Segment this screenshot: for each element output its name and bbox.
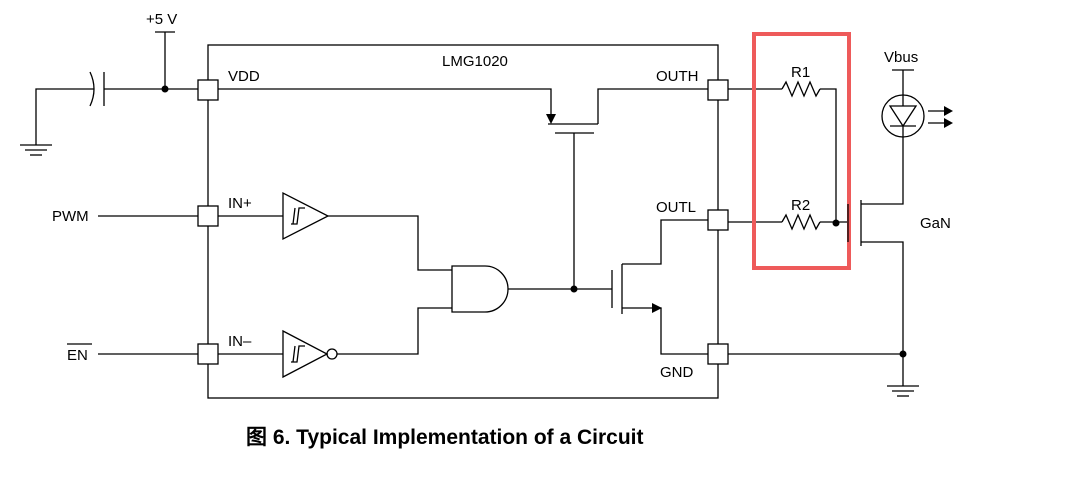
pin-box-inp — [197, 205, 219, 227]
cap-ground-wire — [35, 88, 94, 145]
and-gate — [451, 265, 509, 313]
chip-body — [207, 44, 719, 399]
schmitt-symbol-buffer-2 — [292, 207, 296, 225]
pin-box-vdd — [197, 79, 219, 101]
pin-box-inm — [197, 343, 219, 365]
schmitt-symbol-buffer — [291, 207, 305, 225]
outl-internal-wire — [622, 219, 708, 265]
vbus-label: Vbus — [884, 49, 918, 66]
nmos-arrow — [652, 303, 662, 313]
pin-label-outh: OUTH — [656, 68, 699, 85]
resistor-r2 — [781, 213, 821, 231]
ground-symbol-left — [20, 144, 52, 156]
schmitt-symbol-inverter — [291, 345, 305, 363]
vdd-internal-wire — [218, 88, 552, 118]
pin-label-inp: IN+ — [228, 195, 252, 212]
schmitt-inverter — [282, 329, 329, 379]
highlight-box — [752, 32, 851, 270]
gan-drain-wire — [861, 136, 904, 205]
supply-label: +5 V — [146, 11, 177, 28]
r2-label: R2 — [791, 197, 810, 214]
gnd-internal-wire — [622, 307, 708, 355]
chip-name: LMG1020 — [442, 53, 508, 70]
diode-circle — [881, 94, 925, 138]
buffer-to-and-wire — [328, 215, 452, 271]
pin-label-outl: OUTL — [656, 199, 696, 216]
input-label-en: EN — [67, 347, 88, 364]
r1-to-node-wire — [820, 88, 837, 224]
pin-label-inm: IN– — [228, 333, 252, 350]
schmitt-symbol-inverter-2 — [292, 345, 296, 363]
pin-box-gnd — [707, 343, 729, 365]
diode-triangle — [888, 105, 918, 128]
pin-label-gnd: GND — [660, 364, 694, 381]
inverter-bubble — [326, 348, 338, 360]
outh-internal-wire — [597, 88, 708, 124]
pin-label-vdd: VDD — [228, 68, 260, 85]
gan-label: GaN — [920, 215, 951, 232]
schmitt-buffer — [282, 191, 330, 241]
input-label-pwm: PWM — [52, 208, 89, 225]
ground-symbol-right — [887, 385, 919, 397]
figure-caption: 图 6. Typical Implementation of a Circuit — [246, 426, 644, 449]
pin-box-outh — [707, 79, 729, 101]
gate-junction — [570, 285, 578, 293]
r1-label: R1 — [791, 64, 810, 81]
gate-node-junction — [832, 219, 840, 227]
resistor-r1 — [781, 80, 821, 98]
ground-junction — [899, 350, 907, 358]
pmos-arrow — [546, 114, 556, 124]
emission-arrows-icon — [928, 106, 953, 128]
pin-box-outl — [707, 209, 729, 231]
gan-source-wire — [861, 241, 904, 386]
inverter-to-and-wire — [337, 307, 452, 355]
